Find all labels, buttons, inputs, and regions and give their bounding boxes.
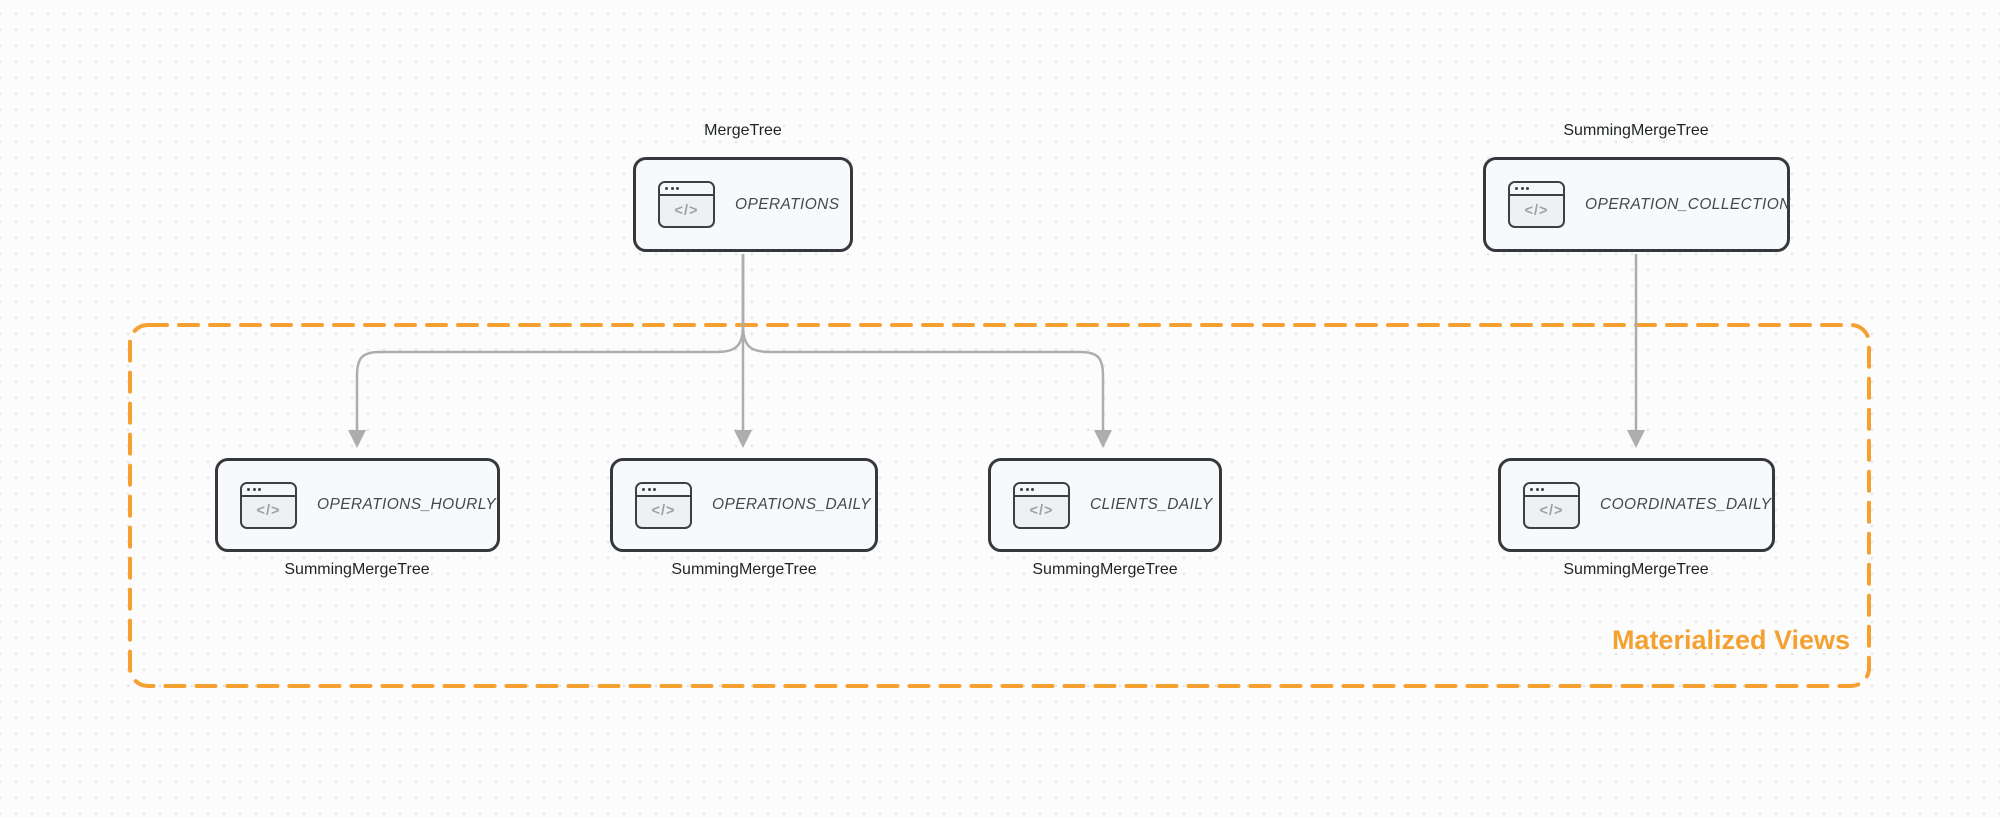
node-operations-daily[interactable]: </> OPERATIONS_DAILY: [610, 458, 878, 552]
node-title: COORDINATES_DAILY: [1600, 496, 1772, 513]
node-title: OPERATIONS_HOURLY: [317, 496, 497, 513]
engine-label-coordinates-daily: SummingMergeTree: [1563, 561, 1709, 578]
node-title: OPERATION_COLLECTION: [1585, 195, 1791, 213]
engine-label-operations-daily: SummingMergeTree: [671, 561, 817, 578]
node-operation-collection[interactable]: </> OPERATION_COLLECTION: [1483, 157, 1790, 252]
materialized-views-label: Materialized Views: [1611, 625, 1851, 655]
code-window-icon: </>: [1508, 181, 1565, 228]
code-window-icon: </>: [658, 181, 715, 228]
code-window-icon: </>: [1523, 481, 1580, 529]
node-title: CLIENTS_DAILY: [1090, 496, 1213, 513]
engine-label-operations: MergeTree: [704, 122, 782, 139]
arrowhead-coordinates: [1627, 430, 1645, 448]
code-window-icon: </>: [635, 481, 692, 529]
arrowhead-daily: [734, 430, 752, 448]
code-window-icon: </>: [240, 481, 297, 529]
engine-label-operation-collection: SummingMergeTree: [1563, 122, 1709, 139]
node-clients-daily[interactable]: </> CLIENTS_DAILY: [988, 458, 1222, 552]
node-coordinates-daily[interactable]: </> COORDINATES_DAILY: [1498, 458, 1775, 552]
arrowhead-hourly: [348, 430, 366, 448]
engine-label-clients-daily: SummingMergeTree: [1032, 561, 1178, 578]
edge-operations-to-clients: [741, 254, 1105, 431]
node-operations-hourly[interactable]: </> OPERATIONS_HOURLY: [215, 458, 500, 552]
edge-operations-to-hourly: [355, 254, 745, 431]
engine-label-operations-hourly: SummingMergeTree: [284, 561, 430, 578]
code-window-icon: </>: [1013, 481, 1070, 529]
node-operations[interactable]: </> OPERATIONS: [633, 157, 853, 252]
node-title: OPERATIONS: [735, 195, 840, 213]
node-title: OPERATIONS_DAILY: [712, 496, 871, 513]
arrowhead-clients: [1094, 430, 1112, 448]
